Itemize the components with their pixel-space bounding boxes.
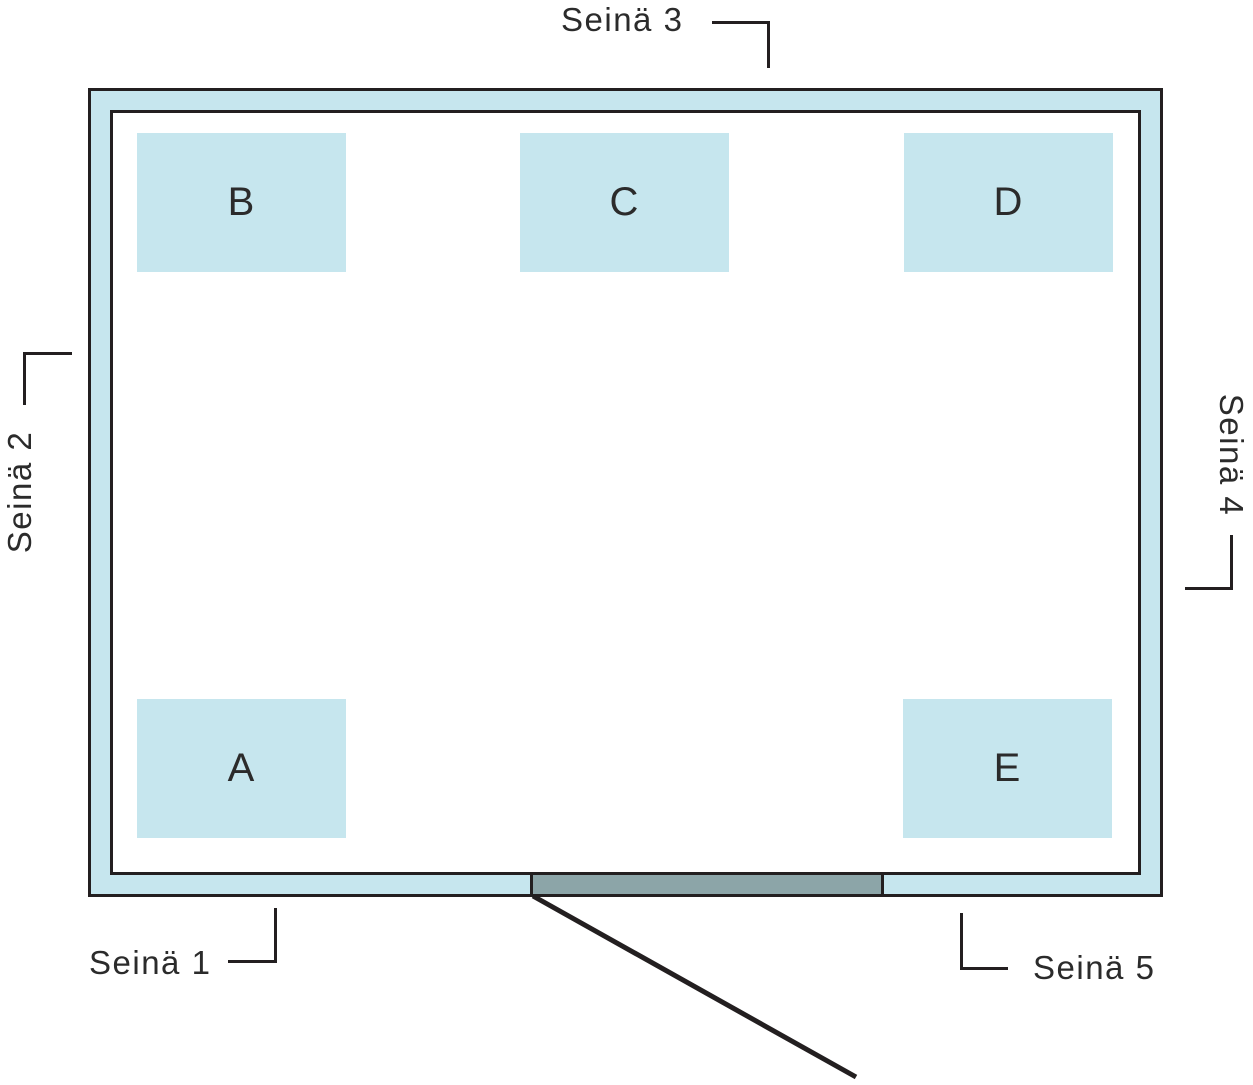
wall-label-seina-1: Seinä 1 — [89, 944, 212, 981]
leader-bracket-seina-2 — [23, 352, 72, 405]
wall-label-seina-4: Seinä 4 — [1213, 393, 1250, 517]
wall-label-seina-5: Seinä 5 — [1033, 949, 1156, 986]
zone-label-d: D — [993, 180, 1024, 224]
room-outline: B C D A E — [88, 88, 1163, 897]
leader-bracket-seina-3 — [712, 21, 770, 68]
wall-label-seina-2: Seinä 2 — [1, 430, 38, 554]
zone-label-e: E — [993, 746, 1022, 790]
zone-label-c: C — [609, 180, 640, 224]
zone-box-e: E — [903, 699, 1112, 838]
zone-box-d: D — [904, 133, 1113, 272]
door-opening — [530, 872, 884, 897]
leader-bracket-seina-5 — [960, 913, 1008, 970]
zone-label-a: A — [227, 746, 256, 790]
leader-bracket-seina-4 — [1185, 535, 1233, 590]
room-interior: B C D A E — [110, 110, 1141, 875]
zone-box-c: C — [520, 133, 729, 272]
zone-label-b: B — [227, 180, 256, 224]
wall-label-seina-3: Seinä 3 — [561, 1, 684, 38]
zone-box-a: A — [137, 699, 346, 838]
leader-bracket-seina-1 — [228, 908, 277, 963]
zone-box-b: B — [137, 133, 346, 272]
